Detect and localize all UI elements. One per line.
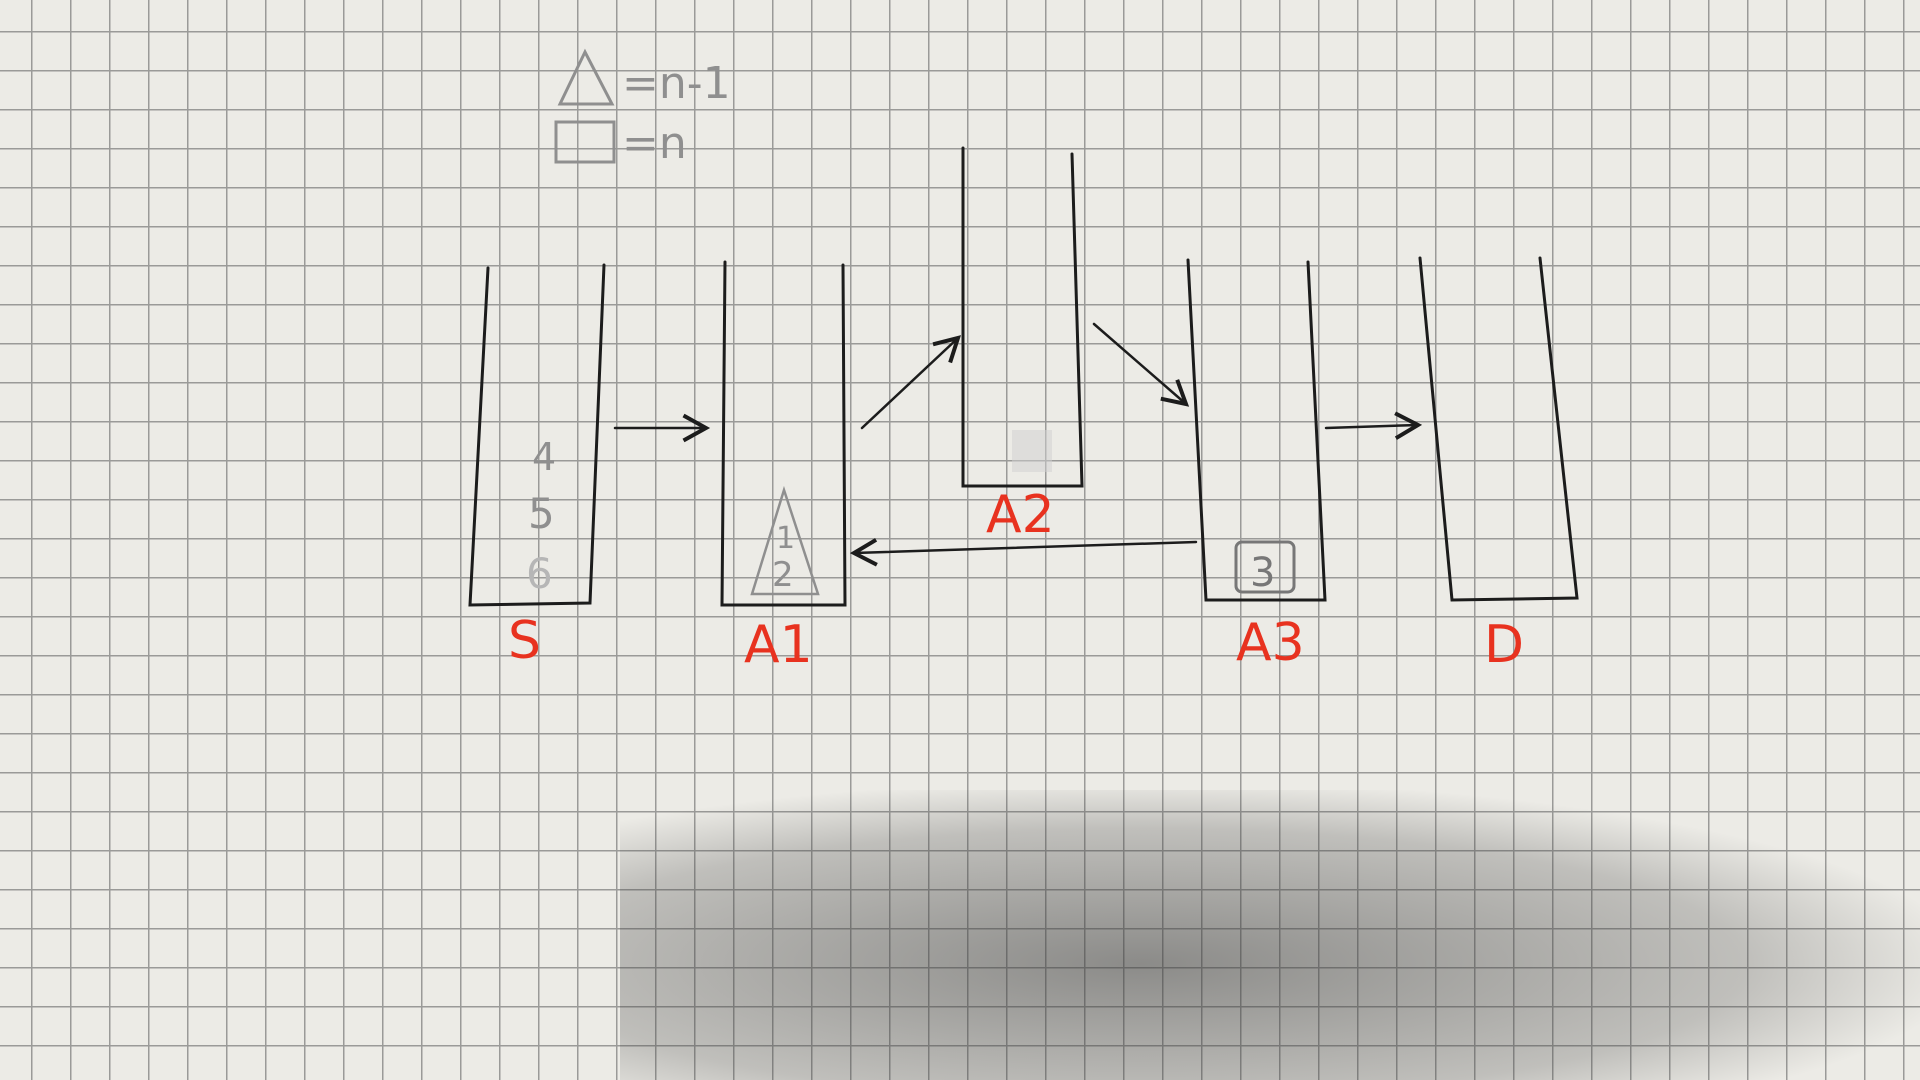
arrow-a3-to-a1 [849, 538, 1198, 567]
peg-a2-outline [961, 146, 1084, 488]
peg-a1 [720, 260, 847, 607]
peg-a3-outline [1186, 258, 1327, 602]
peg-s [468, 263, 606, 607]
peg-label-a3: A3 [1236, 613, 1305, 673]
peg-d [1418, 256, 1579, 602]
arrow-a3-to-d [1324, 411, 1423, 440]
peg-d-outline [1418, 256, 1579, 602]
arrow-a2-to-a3 [1092, 322, 1190, 407]
legend-square-icon [554, 120, 616, 164]
peg-a2 [961, 146, 1084, 488]
peg-s-outline [468, 263, 606, 607]
a2-erased-smudge [1012, 430, 1052, 472]
disk-2: 2 [772, 555, 794, 595]
disk-5: 5 [528, 489, 555, 538]
disk-6: 6 [526, 549, 553, 598]
legend-square-text: =n [622, 118, 687, 169]
peg-a1-outline [720, 260, 847, 607]
disk-4: 4 [532, 435, 556, 479]
disk-1: 1 [776, 521, 795, 556]
peg-a3 [1186, 258, 1327, 602]
a3-square-disk-icon [1234, 540, 1296, 594]
peg-label-a2: A2 [986, 485, 1055, 545]
legend-triangle-text: =n-1 [622, 58, 731, 109]
peg-label-s: S [508, 611, 541, 671]
disk-3: 3 [1250, 550, 1275, 596]
peg-label-a1: A1 [744, 615, 813, 675]
legend-triangle-icon [557, 48, 615, 106]
peg-label-d: D [1484, 615, 1524, 675]
a1-triangle-stack-icon [750, 485, 820, 596]
legend: =n-1 =n [554, 48, 731, 169]
arrow-a1-to-a2 [860, 335, 962, 430]
